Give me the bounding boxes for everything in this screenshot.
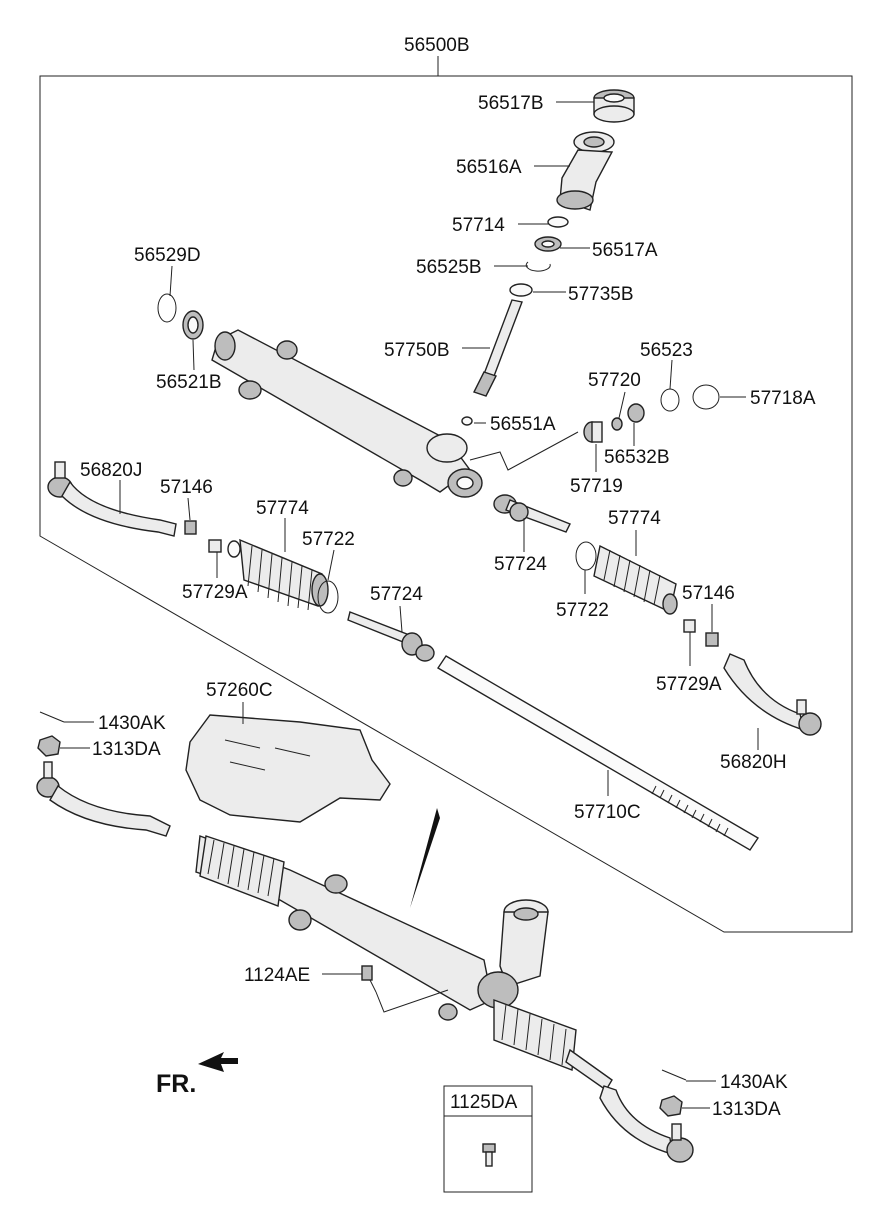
part-56820h-tie-rod-end <box>723 653 822 736</box>
part-57714-washer <box>547 216 569 228</box>
callout-box-1125da: 1125DA <box>443 1085 533 1193</box>
label-57710c: 57710C <box>574 802 641 823</box>
front-arrow-icon <box>198 1052 238 1072</box>
label-57260c: 57260C <box>206 680 273 701</box>
part-57735b-washer <box>509 283 533 297</box>
label-57724-left: 57724 <box>370 584 423 605</box>
label-57714: 57714 <box>452 215 505 236</box>
part-57146-nut-right <box>705 632 719 647</box>
part-labels: 56517B 56516A 57714 56517A 56525B 57735B… <box>80 93 816 1120</box>
part-57729a-clip-right <box>683 619 696 633</box>
label-56521b: 56521B <box>156 372 222 393</box>
svg-text:1125DA: 1125DA <box>450 1092 518 1113</box>
label-57722-left: 57722 <box>302 529 355 550</box>
label-56820h: 56820H <box>720 752 787 773</box>
assembled-tie-rod-end-right <box>599 1085 694 1163</box>
label-57750b: 57750B <box>384 340 450 361</box>
assembly-label: 56500B <box>404 35 470 56</box>
label-57774-left: 57774 <box>256 498 309 519</box>
part-1430ak-cotter-pin-left <box>39 711 65 723</box>
label-56517a: 56517A <box>592 240 658 261</box>
part-56517a-nut <box>534 236 562 252</box>
part-57724-inner-tie-rod-left <box>347 611 435 662</box>
part-56529d-o-ring <box>157 293 177 323</box>
part-57720-spring <box>611 417 623 431</box>
direction-wedge <box>410 808 440 908</box>
label-1313da-left: 1313DA <box>92 739 161 760</box>
label-56532b: 56532B <box>604 447 670 468</box>
label-1430ak-left: 1430AK <box>98 713 166 734</box>
label-1430ak-right: 1430AK <box>720 1072 788 1093</box>
screw-icon <box>482 1143 496 1167</box>
part-57722-clamp-left <box>317 580 339 614</box>
label-57720: 57720 <box>588 370 641 391</box>
leader-lines <box>60 101 759 1109</box>
label-1124ae: 1124AE <box>244 965 310 986</box>
part-gear-housing <box>211 329 483 498</box>
housing-to-57719-leader <box>469 431 579 471</box>
assembled-steering-gear <box>195 835 613 1092</box>
label-57735b: 57735B <box>568 284 634 305</box>
label-57719: 57719 <box>570 476 623 497</box>
part-57260c-heat-shield <box>185 714 391 823</box>
label-1313da-right: 1313DA <box>712 1099 781 1120</box>
part-57729a-clip-left <box>208 539 222 553</box>
part-56525b-snap-ring <box>525 261 551 272</box>
part-1313da-nut-left <box>37 735 61 757</box>
part-56523-ring <box>660 388 680 412</box>
part-1313da-nut-right <box>659 1095 683 1117</box>
label-56820j: 56820J <box>80 460 142 481</box>
part-57722-clamp-right <box>575 541 597 571</box>
part-57774-bellows-right <box>593 544 678 615</box>
label-57146-left: 57146 <box>160 477 213 498</box>
label-56525b: 56525B <box>416 257 482 278</box>
label-57722-right: 57722 <box>556 600 609 621</box>
part-57724-inner-tie-rod-right <box>493 494 571 533</box>
assembly-boundary <box>39 75 853 933</box>
label-56523: 56523 <box>640 340 693 361</box>
part-57750b-pinion <box>473 299 523 397</box>
label-56516a: 56516A <box>456 157 522 178</box>
part-1124ae-bolt <box>361 965 449 1013</box>
part-56521b-bushing <box>182 310 204 340</box>
part-57719-plug <box>583 421 603 443</box>
label-57718a: 57718A <box>750 388 816 409</box>
part-56516a-housing <box>556 131 615 211</box>
label-56517b: 56517B <box>478 93 544 114</box>
part-57710c-rack-bar <box>437 655 759 851</box>
label-57729a-left: 57729A <box>182 582 248 603</box>
part-56532b-nut <box>627 403 645 423</box>
label-56529d: 56529D <box>134 245 201 266</box>
label-57729a-right: 57729A <box>656 674 722 695</box>
assembled-tie-rod-end-left <box>36 761 171 837</box>
label-56551a: 56551A <box>490 414 556 435</box>
part-1430ak-cotter-pin-right <box>661 1069 687 1081</box>
part-56551a-seal <box>461 416 473 426</box>
label-57146-right: 57146 <box>682 583 735 604</box>
part-56820j-tie-rod-end <box>47 461 177 537</box>
part-56517b-cap <box>593 89 635 123</box>
part-57718a-gasket <box>692 384 720 410</box>
label-57774-right: 57774 <box>608 508 661 529</box>
part-57146-nut-left <box>184 520 197 535</box>
front-label: FR. <box>156 1070 196 1098</box>
label-57724-right: 57724 <box>494 554 547 575</box>
